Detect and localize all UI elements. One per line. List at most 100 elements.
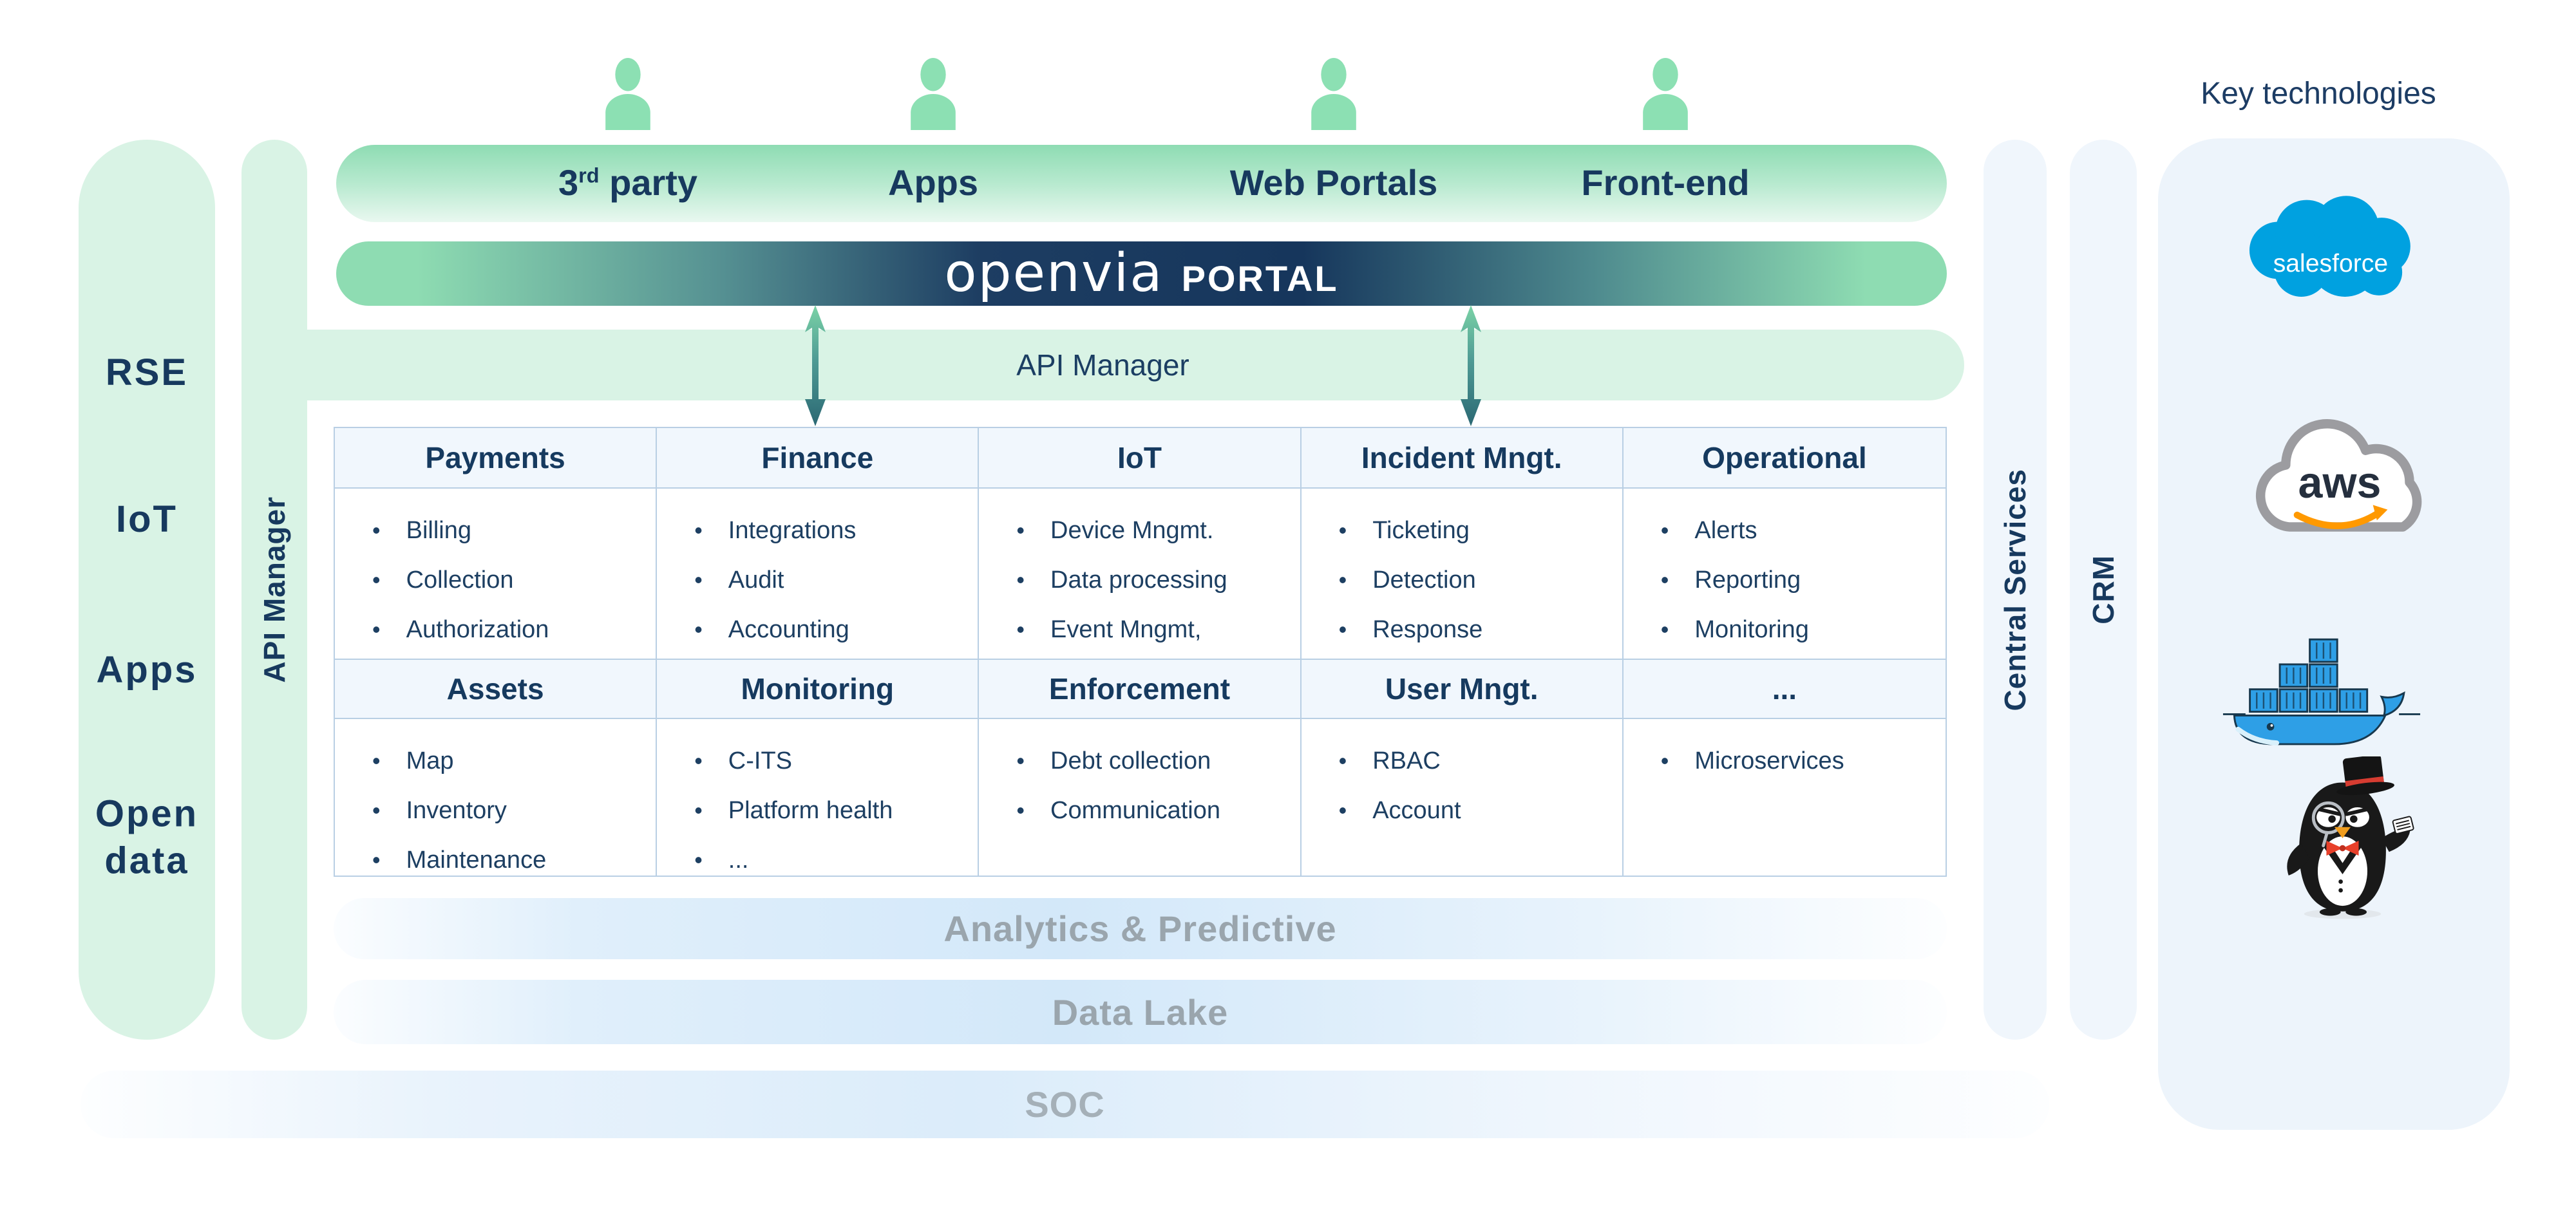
list-item: Response [1339,616,1607,644]
module-header-iot: IoT [979,428,1302,489]
module-title: Enforcement [1048,672,1231,706]
list-item: C-ITS [694,747,962,775]
modules-table: Payments Finance IoT Incident Mngt. Oper… [334,427,1947,877]
module-list-incident-mngt: Ticketing Detection Response [1302,489,1624,659]
channel-label-text: party [599,162,698,203]
double-arrow-icon [1461,305,1481,426]
channel-label-sup: rd [578,164,600,187]
key-technologies-title: Key technologies [2201,77,2436,111]
module-header-incident-mngt: Incident Mngt. [1301,428,1624,489]
list-item: Reporting [1661,567,1930,594]
module-title: Payments [425,441,565,474]
data-lake-label: Data Lake [1052,991,1229,1033]
module-title: IoT [1117,441,1162,474]
module-list-user-mngt: RBAC Account [1302,719,1624,876]
salesforce-logo: salesforce [2249,196,2410,297]
module-list-assets: Map Inventory Maintenance [335,719,658,876]
module-header-payments: Payments [335,428,658,489]
channel-apps: Apps [888,162,978,203]
channel-3rd-party: 3rd party [558,162,697,203]
api-manager-vertical-label: API Manager [258,496,291,683]
module-list-finance: Integrations Audit Accounting [657,489,980,659]
channel-web-portals: Web Portals [1230,162,1438,203]
rail-item-iot: IoT [116,498,178,540]
list-item: Communication [1016,797,1284,825]
list-item: RBAC [1339,747,1607,775]
analytics-predictive-label: Analytics & Predictive [943,908,1337,949]
module-list-iot: Device Mngmt. Data processing Event Mngm… [979,489,1302,659]
aws-wordmark: aws [2298,458,2382,507]
list-item: Map [372,747,640,775]
list-item: Ticketing [1339,517,1607,545]
module-list-payments: Billing Collection Authorization [335,489,658,659]
list-item: Integrations [694,517,962,545]
module-list-enforcement: Debt collection Communication [979,719,1302,876]
list-item: Collection [372,567,640,594]
list-item: Alerts [1661,517,1930,545]
soc-label: SOC [1025,1084,1105,1125]
rail-item-open-data: Open data [95,792,199,882]
list-item: Maintenance [372,847,640,874]
data-sources-rail: RSE IoT Apps Open data [79,140,215,1040]
module-header-operational: Operational [1623,428,1946,489]
module-header-finance: Finance [657,428,980,489]
module-header-more: ... [1623,659,1946,719]
channel-label-text: Front-end [1581,162,1750,203]
aws-logo: aws [2255,419,2422,532]
analytics-predictive-bar: Analytics & Predictive [334,898,1947,959]
person-icon [911,58,956,130]
list-item: Monitoring [1661,616,1930,644]
list-item: ... [694,847,962,874]
list-item: Detection [1339,567,1607,594]
module-header-enforcement: Enforcement [979,659,1302,719]
list-item: Accounting [694,616,962,644]
api-manager-bar-label: API Manager [1016,348,1189,382]
module-title: Operational [1702,441,1867,474]
channel-label-text: Web Portals [1229,162,1438,203]
module-title: Assets [446,672,544,706]
module-header-monitoring: Monitoring [657,659,980,719]
module-title: User Mngt. [1385,672,1539,706]
key-technologies-panel [2158,138,2510,1130]
list-item: Microservices [1661,747,1930,775]
rail-item-apps: Apps [96,648,198,691]
central-services-label: Central Services [1998,468,2032,711]
channel-label-text: Apps [888,162,978,203]
module-title: Finance [761,441,874,474]
list-item: Debt collection [1016,747,1284,775]
list-item: Device Mngmt. [1016,517,1284,545]
rail-item-rse: RSE [105,351,189,393]
api-manager-vertical-rail: API Manager [242,140,307,1040]
penguin-logo [2287,756,2414,919]
module-list-operational: Alerts Reporting Monitoring [1624,489,1946,659]
module-header-user-mngt: User Mngt. [1301,659,1624,719]
module-title: ... [1772,672,1797,706]
soc-bar: SOC [80,1071,2049,1138]
openvia-portal-bar: openvia PORTAL [336,241,1947,306]
list-item: Account [1339,797,1607,825]
portal-label: PORTAL [1181,258,1339,299]
list-item: Platform health [694,797,962,825]
list-item: Audit [694,567,962,594]
salesforce-wordmark: salesforce [2273,250,2388,277]
data-lake-bar: Data Lake [334,980,1947,1044]
list-item: Event Mngmt, [1016,616,1284,644]
central-services-rail: Central Services [1984,140,2047,1040]
module-list-monitoring: C-ITS Platform health ... [657,719,980,876]
module-header-assets: Assets [335,659,658,719]
person-icon [1643,58,1688,130]
channel-label-text: 3 [558,162,579,203]
list-item: Authorization [372,616,640,644]
docker-logo [2222,638,2421,745]
list-item: Billing [372,517,640,545]
crm-label: CRM [2087,555,2120,624]
channel-front-end: Front-end [1581,162,1749,203]
openvia-wordmark: openvia [944,243,1164,304]
module-list-more: Microservices [1624,719,1946,876]
api-manager-bar: API Manager [242,330,1964,400]
person-icon [605,58,650,130]
person-icon [1311,58,1356,130]
module-title: Incident Mngt. [1361,441,1562,474]
list-item: Inventory [372,797,640,825]
